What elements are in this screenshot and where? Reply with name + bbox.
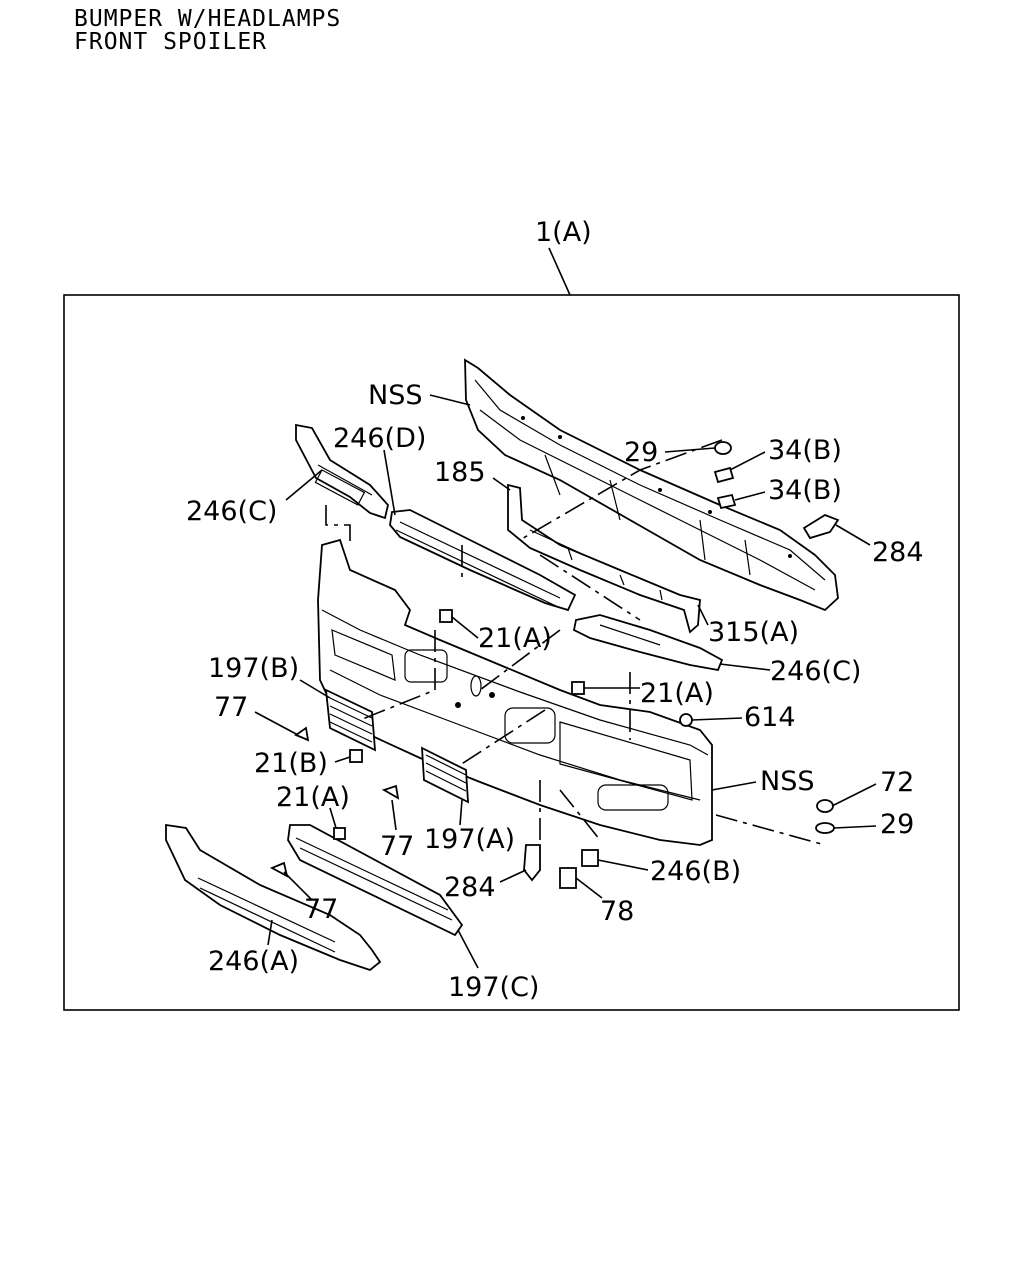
leader-lines [254, 394, 877, 969]
callout-assembly-1a[interactable]: 1(A) [535, 217, 592, 248]
header-line-2: FRONT SPOILER [74, 29, 268, 55]
callout-nss-bottom[interactable]: NSS [760, 766, 814, 797]
callout-72[interactable]: 72 [880, 767, 914, 798]
callout-246c-left[interactable]: 246(C) [186, 496, 277, 527]
callout-21a-2[interactable]: 21(A) [640, 678, 714, 709]
callout-78[interactable]: 78 [600, 896, 634, 927]
callout-29-bottom[interactable]: 29 [880, 809, 914, 840]
callout-246d[interactable]: 246(D) [333, 423, 426, 454]
callout-246c-right[interactable]: 246(C) [770, 656, 861, 687]
callout-nss-top[interactable]: NSS [368, 380, 422, 411]
callout-21b[interactable]: 21(B) [254, 748, 328, 779]
callout-614[interactable]: 614 [744, 702, 796, 733]
callout-77-3[interactable]: 77 [304, 894, 338, 925]
callout-77-2[interactable]: 77 [380, 831, 414, 862]
callout-197b[interactable]: 197(B) [208, 653, 299, 684]
callout-284-right[interactable]: 284 [872, 537, 924, 568]
callout-77-1[interactable]: 77 [214, 692, 248, 723]
callout-197c[interactable]: 197(C) [448, 972, 539, 1003]
top-trim-246c-left [295, 423, 389, 520]
lower-spoiler-246a [165, 823, 382, 972]
side-grille-197b [324, 688, 377, 752]
callout-34b-2[interactable]: 34(B) [768, 475, 842, 506]
top-trim-246c-right [572, 614, 724, 672]
diagram-header: BUMPER W/HEADLAMPS FRONT SPOILER [74, 8, 341, 54]
callout-29-top[interactable]: 29 [624, 437, 658, 468]
bracket-rail-185 [507, 483, 701, 634]
callout-34b-1[interactable]: 34(B) [768, 435, 842, 466]
bumper-support-bracket [464, 358, 839, 612]
callout-21a-1[interactable]: 21(A) [478, 623, 552, 654]
callout-185[interactable]: 185 [434, 457, 486, 488]
header-line-1: BUMPER W/HEADLAMPS [74, 6, 342, 32]
callout-246b[interactable]: 246(B) [650, 856, 741, 887]
callout-284-bottom[interactable]: 284 [444, 872, 496, 903]
callout-246a[interactable]: 246(A) [208, 946, 299, 977]
side-grille-197a [421, 746, 469, 804]
grille-strip-246d [389, 509, 577, 612]
assembly-leader [548, 247, 571, 296]
assembly-frame [63, 294, 960, 1011]
callout-315a[interactable]: 315(A) [708, 617, 799, 648]
callout-21a-3[interactable]: 21(A) [276, 782, 350, 813]
callout-197a[interactable]: 197(A) [424, 824, 515, 855]
fasteners [269, 441, 840, 889]
